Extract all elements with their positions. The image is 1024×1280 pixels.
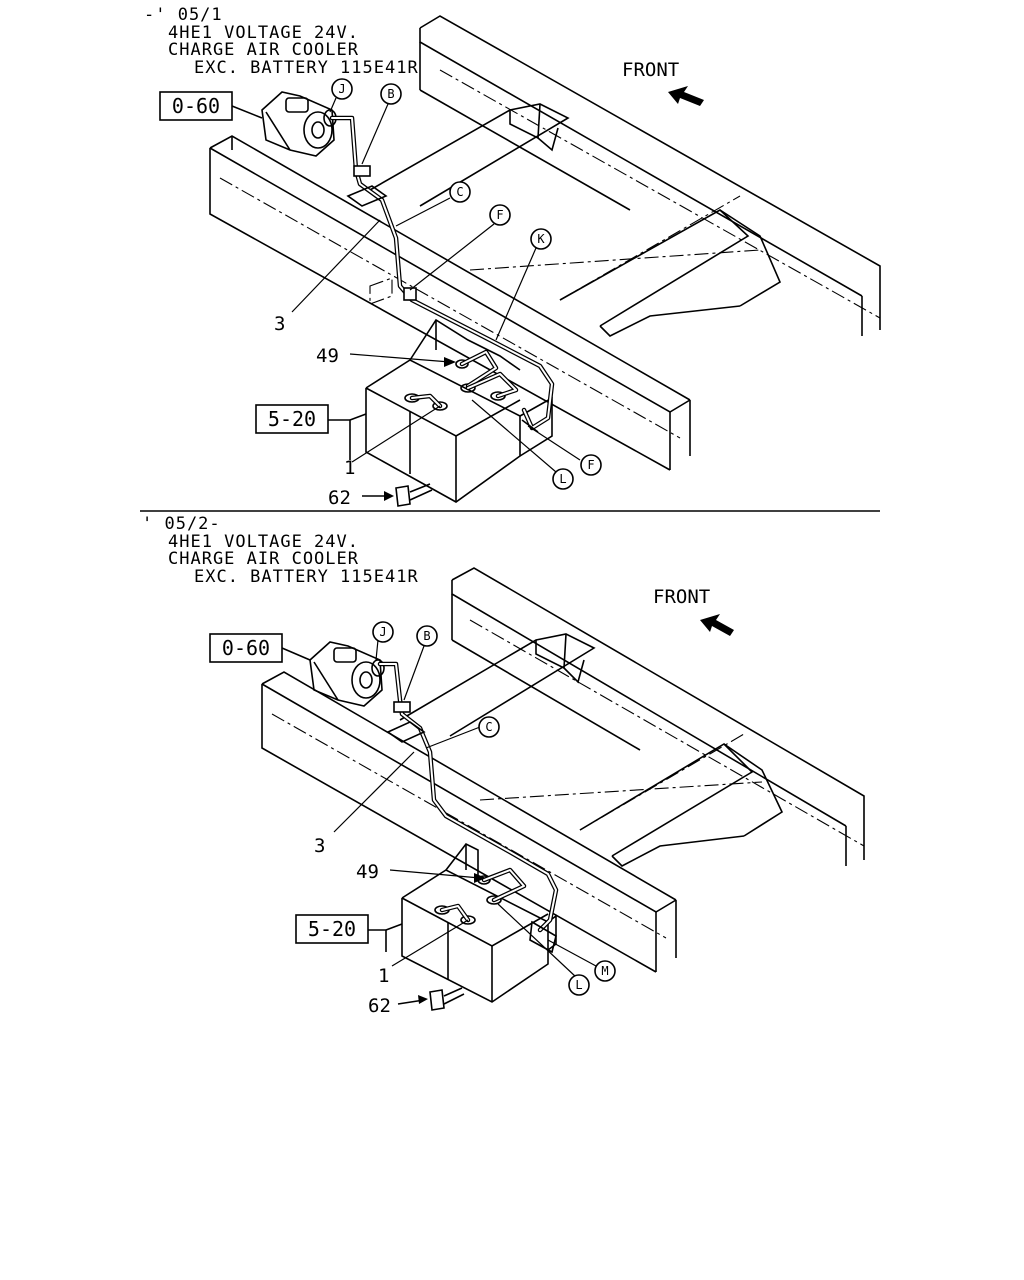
ref-box-0-60-1: 0-60: [159, 91, 263, 121]
callout-c-2: C: [478, 716, 500, 738]
frame-rail-left-1: [209, 135, 691, 471]
cross-member-2: [399, 633, 784, 867]
callout-l-1: L: [552, 468, 574, 490]
header-line1-1: 4HE1 VOLTAGE 24V.: [168, 23, 359, 43]
front-arrow-icon-1: [668, 86, 704, 106]
header-line3-2: EXC. BATTERY 115E41R: [194, 567, 419, 587]
part-number-62-1: 62: [328, 487, 351, 509]
battery-box-1: [349, 318, 553, 503]
ref-box-0-60-2: 0-60: [209, 633, 311, 663]
callout-m-2: M: [594, 960, 616, 982]
callout-f-1: F: [489, 204, 511, 226]
svg-text:B: B: [423, 629, 430, 643]
bolt-62-2: [397, 987, 465, 1011]
leader-lines-1: [291, 97, 581, 473]
cross-member-1: [369, 103, 782, 337]
callout-j-2: J: [372, 621, 394, 643]
front-label-1: FRONT: [622, 59, 679, 81]
svg-text:0-60: 0-60: [172, 94, 220, 118]
front-arrow-icon-2: [700, 614, 734, 636]
diagram-1: -' 05/1 4HE1 VOLTAGE 24V. CHARGE AIR COO…: [144, 5, 881, 509]
part-number-49-1: 49: [316, 345, 339, 367]
svg-text:L: L: [559, 472, 566, 486]
frame-rail-right-2: [451, 567, 865, 866]
starter-motor-1: [261, 91, 337, 157]
callout-b-2: B: [416, 625, 438, 647]
ref-box-5-20-1: 5-20: [255, 404, 350, 434]
header-line1-2: 4HE1 VOLTAGE 24V.: [168, 532, 359, 552]
header-range-2: ' 05/2-: [142, 514, 221, 534]
callout-c-1: C: [449, 181, 471, 203]
svg-text:F: F: [587, 458, 594, 472]
header-line2-1: CHARGE AIR COOLER: [168, 40, 359, 60]
diagram-2: ' 05/2- 4HE1 VOLTAGE 24V. CHARGE AIR COO…: [142, 514, 865, 1017]
part-number-49-2: 49: [356, 861, 379, 883]
battery-cable-2: [377, 661, 559, 954]
header-range-1: -' 05/1: [144, 5, 223, 25]
part-number-3-1: 3: [274, 313, 285, 335]
callout-b-1: B: [380, 83, 402, 105]
svg-text:5-20: 5-20: [268, 407, 316, 431]
svg-text:J: J: [338, 82, 345, 96]
callout-l-2: L: [568, 974, 590, 996]
battery-cable-1: [329, 115, 555, 433]
part-number-62-2: 62: [368, 995, 391, 1017]
callout-f2-1: F: [580, 454, 602, 476]
svg-text:J: J: [379, 625, 386, 639]
svg-text:F: F: [496, 208, 503, 222]
part-number-1-2: 1: [378, 965, 389, 987]
svg-text:K: K: [537, 232, 545, 246]
starter-motor-2: [309, 641, 385, 707]
svg-text:5-20: 5-20: [308, 917, 356, 941]
callout-j-1: J: [331, 78, 353, 100]
bolt-62-1: [362, 483, 433, 507]
svg-text:0-60: 0-60: [222, 636, 270, 660]
frame-rail-left-2: [261, 671, 677, 973]
svg-text:L: L: [575, 978, 582, 992]
part-number-3-2: 3: [314, 835, 325, 857]
frame-rail-right-1: [419, 15, 881, 336]
part-number-1-1: 1: [344, 457, 355, 479]
svg-text:C: C: [485, 720, 492, 734]
front-label-2: FRONT: [653, 586, 710, 608]
svg-text:C: C: [456, 185, 463, 199]
callout-k-1: K: [530, 228, 552, 250]
svg-text:M: M: [601, 964, 608, 978]
header-line2-2: CHARGE AIR COOLER: [168, 549, 359, 569]
svg-text:B: B: [387, 87, 394, 101]
ref-box-5-20-2: 5-20: [295, 914, 386, 944]
header-line3-1: EXC. BATTERY 115E41R: [194, 58, 419, 78]
leader-lines-2: [333, 639, 597, 978]
